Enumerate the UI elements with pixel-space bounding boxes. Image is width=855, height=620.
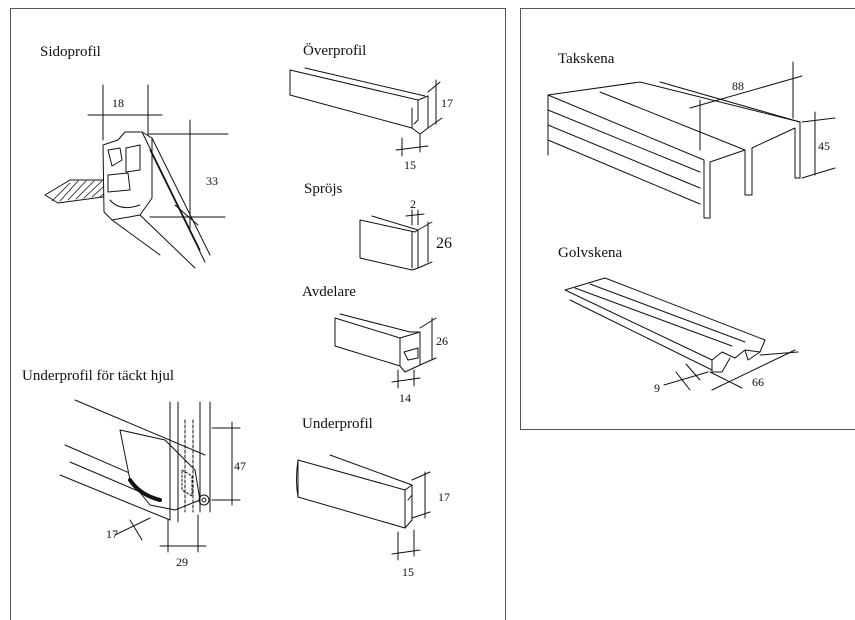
dim-underprofil-height: 17 [438, 490, 450, 504]
dim-avdelare-height: 26 [436, 334, 448, 348]
underprofil-hjul-drawing [60, 400, 240, 552]
right-panel [520, 8, 855, 430]
label-underprofil-hjul: Underprofil för täckt hjul [22, 368, 175, 384]
underprofil-drawing [297, 455, 431, 560]
dim-sprojs-height: 26 [436, 235, 452, 252]
sidoprofil-drawing [45, 85, 228, 268]
dim-hjul-height: 47 [234, 459, 246, 473]
dim-underprofil-width: 15 [402, 565, 414, 579]
avdelare-drawing [335, 314, 436, 388]
overprofil-drawing [290, 68, 442, 156]
dim-takskena-width: 88 [732, 79, 744, 93]
dim-golvskena-height: 9 [654, 381, 660, 395]
label-avdelare: Avdelare [302, 284, 356, 300]
dim-sidoprofil-height: 33 [206, 174, 218, 188]
label-takskena: Takskena [558, 51, 615, 67]
dim-sidoprofil-width: 18 [112, 96, 124, 110]
dim-golvskena-width: 66 [752, 375, 764, 389]
golvskena-drawing [565, 278, 798, 390]
label-sprojs: Spröjs [304, 181, 343, 197]
sprojs-drawing [360, 210, 432, 270]
dim-overprofil-width: 15 [404, 158, 416, 172]
left-panel [10, 8, 506, 620]
label-sidoprofil: Sidoprofil [40, 44, 101, 60]
dim-hjul-width-1: 17 [106, 527, 118, 541]
dim-avdelare-width: 14 [399, 391, 411, 405]
dim-takskena-height: 45 [818, 139, 830, 153]
label-overprofil: Överprofil [303, 43, 367, 59]
dim-hjul-width-2: 29 [176, 555, 188, 569]
label-underprofil: Underprofil [302, 416, 373, 432]
label-golvskena: Golvskena [558, 245, 623, 261]
dim-overprofil-height: 17 [441, 96, 453, 110]
takskena-drawing [548, 62, 835, 218]
dim-sprojs-width: 2 [410, 197, 416, 211]
